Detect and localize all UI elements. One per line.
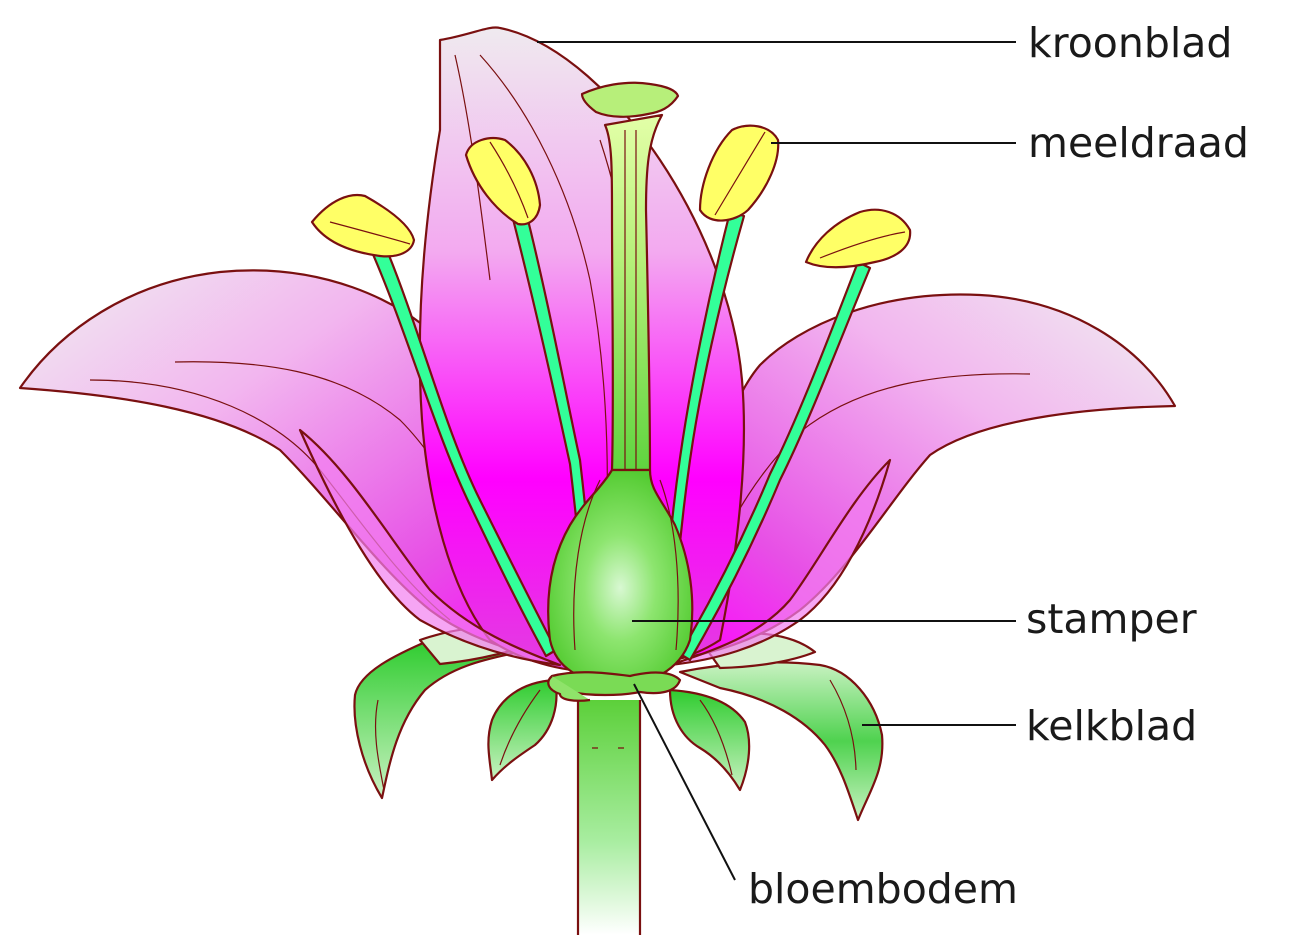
- sepals: [353, 626, 884, 822]
- sepal-left-inner: [487, 678, 558, 782]
- anther-4: [804, 208, 912, 269]
- label-meeldraad: meeldraad: [1028, 119, 1249, 167]
- filament-1: [370, 246, 558, 658]
- filament-4: [678, 260, 872, 662]
- stigma: [580, 81, 680, 118]
- label-stamper: stamper: [1026, 595, 1197, 643]
- petal-front-left: [298, 428, 562, 667]
- label-kelkblad: kelkblad: [1026, 702, 1197, 750]
- anther-1: [310, 194, 416, 258]
- pistil: [547, 81, 694, 686]
- label-bloembodem: bloembodem: [748, 865, 1018, 913]
- anther-2: [464, 137, 542, 226]
- stem: [578, 700, 640, 935]
- leader-bloembodem: [633, 683, 736, 881]
- sepal-left: [353, 638, 522, 800]
- label-kroonblad: kroonblad: [1028, 19, 1232, 67]
- anther-3: [698, 124, 780, 222]
- sepal-right: [678, 661, 884, 822]
